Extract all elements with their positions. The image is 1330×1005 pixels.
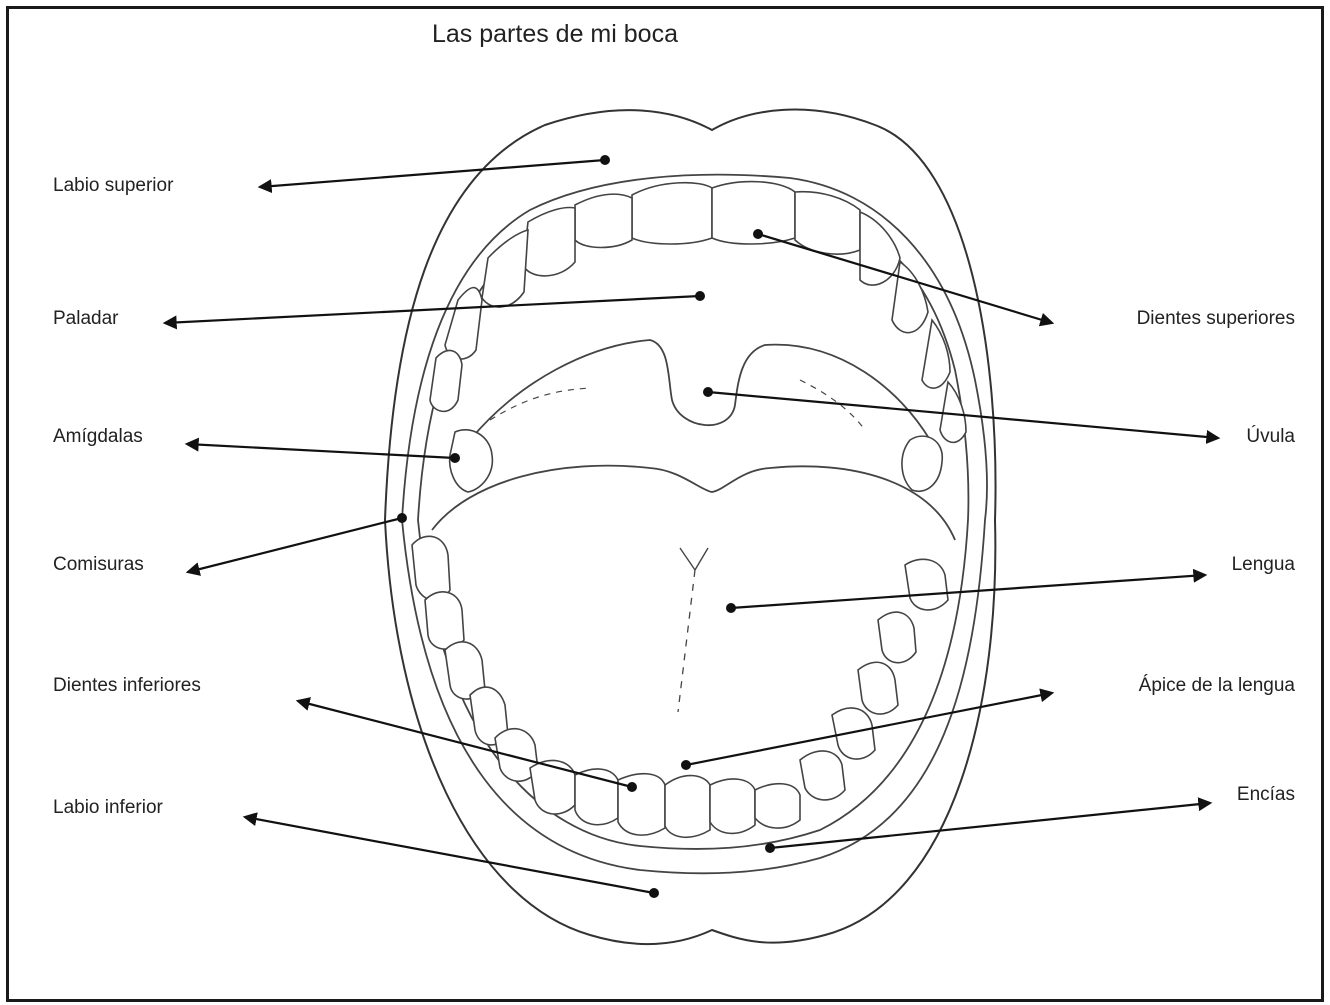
dot-dientes-superiores xyxy=(753,229,763,239)
label-apice: Ápice de la lengua xyxy=(1139,675,1295,697)
label-dientes-inferiores: Dientes inferiores xyxy=(53,675,201,697)
label-paladar: Paladar xyxy=(53,308,119,330)
dot-labio-inferior xyxy=(649,888,659,898)
dot-uvula xyxy=(703,387,713,397)
lower-teeth xyxy=(412,536,948,837)
label-lengua: Lengua xyxy=(1232,554,1295,576)
dot-apice xyxy=(681,760,691,770)
label-encias: Encías xyxy=(1237,784,1295,806)
arrow-comisuras xyxy=(188,518,402,572)
dot-encias xyxy=(765,843,775,853)
label-labio-inferior: Labio inferior xyxy=(53,797,163,819)
diagram-title: Las partes de mi boca xyxy=(432,20,678,49)
upper-teeth xyxy=(430,182,966,443)
label-amigdalas: Amígdalas xyxy=(53,426,143,448)
tonsils xyxy=(450,430,943,492)
dot-paladar xyxy=(695,291,705,301)
arrow-labio-inferior xyxy=(245,817,654,893)
label-labio-superior: Labio superior xyxy=(53,175,173,197)
label-uvula: Úvula xyxy=(1246,426,1295,448)
palate-arch xyxy=(470,340,930,440)
dot-dientes-inferiores xyxy=(627,782,637,792)
arrow-paladar xyxy=(165,296,700,323)
arrow-lengua xyxy=(731,575,1205,608)
dot-lengua xyxy=(726,603,736,613)
arrow-encias xyxy=(770,803,1210,848)
dot-comisuras xyxy=(397,513,407,523)
dot-labio-superior xyxy=(600,155,610,165)
arrow-amigdalas xyxy=(187,444,455,458)
arrow-dientes-inferiores xyxy=(298,701,632,787)
label-comisuras: Comisuras xyxy=(53,554,144,576)
label-dientes-superiores: Dientes superiores xyxy=(1137,308,1295,330)
dot-amigdalas xyxy=(450,453,460,463)
arrow-labio-superior xyxy=(260,160,605,187)
